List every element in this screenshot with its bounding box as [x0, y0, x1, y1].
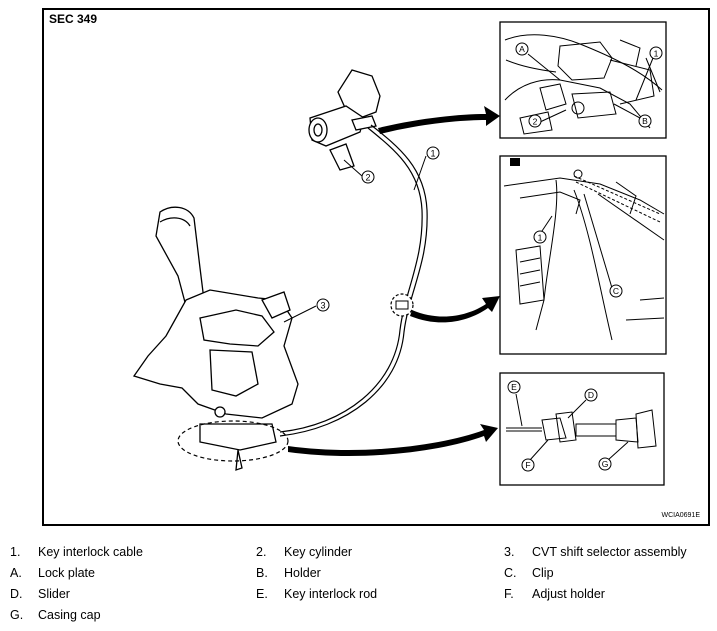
- cable-clip-highlight: [390, 293, 414, 317]
- section-code: SEC 349: [49, 12, 98, 26]
- detail-panel-cable-end: E D F G: [499, 372, 665, 486]
- svg-text:3: 3: [320, 301, 325, 311]
- callout-d-panel3: [584, 388, 598, 402]
- svg-text:2: 2: [533, 117, 538, 127]
- detail-arrows: [288, 106, 500, 457]
- key-interlock-cable: [279, 124, 428, 437]
- svg-text:G: G: [602, 459, 609, 469]
- callout-f-panel3: [521, 458, 535, 472]
- detail-panel-pedal-clip: 1 C: [499, 155, 667, 355]
- callout-a-panel1: [515, 42, 529, 56]
- callout-1-main: [426, 146, 440, 160]
- selector-cable-end-highlight: [177, 420, 289, 462]
- callout-2-main: [361, 170, 375, 184]
- svg-text:D: D: [588, 390, 594, 400]
- key-cylinder: [308, 69, 381, 171]
- svg-text:C: C: [613, 286, 619, 296]
- callout-c-panel2: [609, 284, 623, 298]
- main-callouts: 1 2 3: [283, 146, 440, 323]
- parts-legend: 1.Key interlock cable 2.Key cylinder 3.C…: [10, 545, 687, 622]
- callout-3-main: [316, 298, 330, 312]
- svg-text:E: E: [511, 382, 517, 392]
- callout-2-panel1: [528, 114, 542, 128]
- svg-text:B: B: [642, 116, 648, 126]
- diagram-drawing: 1 2 3 A 2 1: [132, 21, 667, 486]
- callout-b-panel1: [638, 114, 652, 128]
- callout-1-panel2: [533, 230, 547, 244]
- svg-text:A: A: [519, 44, 525, 54]
- callout-1-panel1: [649, 46, 663, 60]
- svg-text:1: 1: [538, 233, 543, 243]
- svg-text:1: 1: [654, 49, 659, 59]
- callout-g-panel3: [598, 457, 612, 471]
- callout-e-panel3: [507, 380, 521, 394]
- figure-code: WCIA0691E: [661, 512, 700, 519]
- svg-text:2: 2: [365, 173, 370, 183]
- svg-text:1: 1: [430, 149, 435, 159]
- cvt-shift-selector: [132, 206, 299, 471]
- svg-text:F: F: [525, 460, 530, 470]
- detail-panel-key-cylinder: A 2 1 B: [499, 21, 667, 139]
